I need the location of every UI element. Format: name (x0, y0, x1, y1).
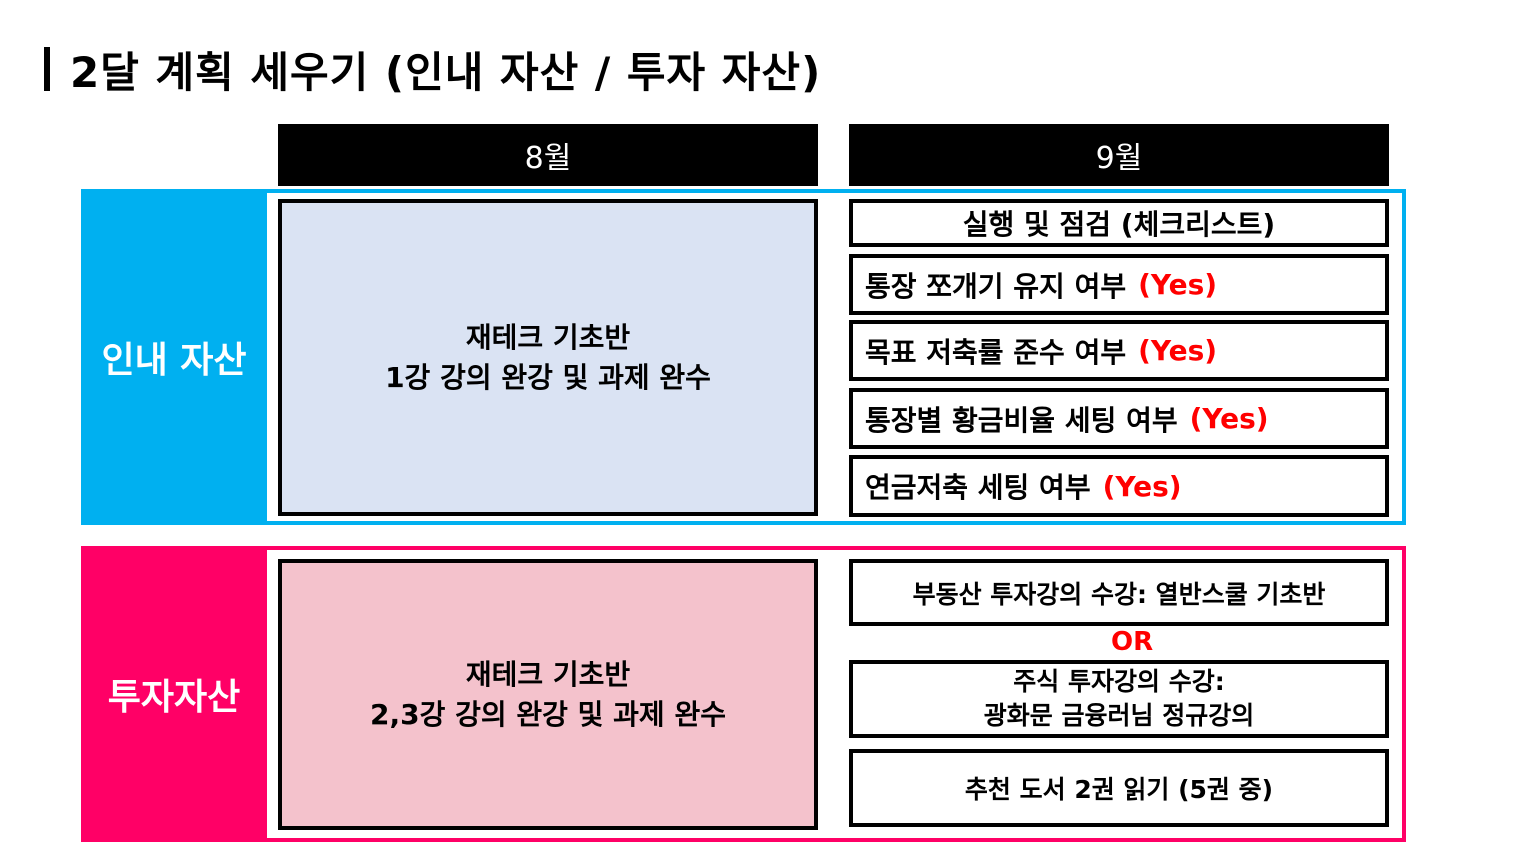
patience-section-label: 인내 자산 (81, 189, 267, 525)
checklist-item: 통장별 황금비율 세팅 여부 (Yes) (849, 388, 1389, 449)
investment-august-line2: 2,3강 강의 완강 및 과제 완수 (370, 697, 726, 731)
checklist-item-status: (Yes) (1138, 268, 1218, 301)
patience-august-box: 재테크 기초반 1강 강의 완강 및 과제 완수 (278, 199, 818, 516)
checklist-item: 목표 저축률 준수 여부 (Yes) (849, 320, 1389, 381)
checklist-item-text: 통장 쪼개기 유지 여부 (865, 269, 1127, 303)
investment-august-line1: 재테크 기초반 (465, 657, 631, 691)
investment-section-label: 투자자산 (81, 546, 267, 842)
patience-section-frame (81, 189, 1406, 525)
title-bar-accent (44, 47, 50, 91)
checklist-item-text: 연금저축 세팅 여부 (865, 471, 1091, 504)
checklist-item-status: (Yes) (1102, 469, 1182, 503)
page-title-text: 2달 계획 세우기 (인내 자산 / 투자 자산) (70, 47, 822, 97)
patience-august-line2: 1강 강의 완강 및 과제 완수 (385, 360, 711, 394)
checklist-item-status: (Yes) (1189, 402, 1269, 435)
or-label: OR (1111, 627, 1154, 657)
investment-section-frame (81, 546, 1406, 842)
checklist-item: 연금저축 세팅 여부 (Yes) (849, 455, 1389, 517)
investment-august-box: 재테크 기초반 2,3강 강의 완강 및 과제 완수 (278, 559, 818, 830)
stock-course-line1: 주식 투자강의 수강: (1013, 667, 1225, 696)
checklist-item: 통장 쪼개기 유지 여부 (Yes) (849, 254, 1389, 315)
stock-course-line2: 광화문 금융러님 정규강의 (983, 701, 1255, 730)
patience-august-line1: 재테크 기초반 (465, 320, 631, 354)
checklist-item-status: (Yes) (1138, 334, 1218, 367)
book-reading-item: 추천 도서 2권 읽기 (5권 중) (849, 749, 1389, 827)
month-header-september: 9월 (849, 124, 1389, 186)
stock-course-item: 주식 투자강의 수강: 광화문 금융러님 정규강의 (849, 660, 1389, 738)
patience-checklist-header: 실행 및 점검 (체크리스트) (849, 199, 1389, 247)
checklist-item-text: 통장별 황금비율 세팅 여부 (865, 403, 1178, 437)
checklist-item-text: 목표 저축률 준수 여부 (865, 335, 1127, 369)
month-header-august: 8월 (278, 124, 818, 186)
real-estate-course-item: 부동산 투자강의 수강: 열반스쿨 기초반 (849, 559, 1389, 626)
page-title: 2달 계획 세우기 (인내 자산 / 투자 자산) (44, 34, 821, 104)
